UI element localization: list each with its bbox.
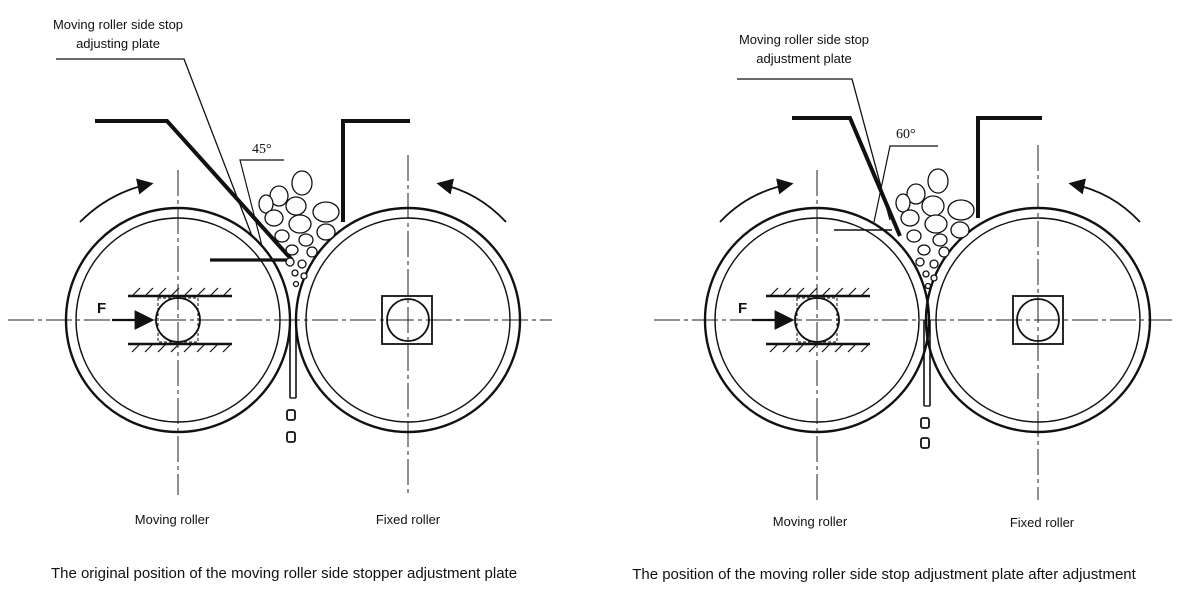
right-moving-roller	[703, 206, 931, 434]
right-angle-leader	[873, 145, 938, 223]
right-plate-label-line1: Moving roller side stop	[739, 32, 869, 47]
right-fixed-side-stop	[976, 116, 1042, 218]
left-bearing-guide	[128, 287, 232, 353]
right-discharge	[920, 320, 931, 449]
left-force-label: F	[97, 300, 106, 317]
right-label-leader	[737, 78, 891, 221]
right-rotation-arrow-moving	[719, 178, 794, 223]
left-plate-label-line2: adjusting plate	[76, 36, 160, 51]
right-rotation-arrow-fixed	[1068, 178, 1141, 223]
left-label-leader	[56, 58, 253, 237]
left-force-arrow: F	[97, 300, 155, 330]
right-plate-label-line2: adjustment plate	[756, 51, 851, 66]
right-angle-label: 60°	[896, 127, 916, 142]
left-rotation-arrow-moving	[79, 178, 154, 223]
right-panel: F	[632, 32, 1172, 583]
right-force-arrow: F	[738, 300, 795, 330]
left-material	[258, 170, 340, 288]
left-discharge	[286, 320, 297, 443]
left-rotation-arrow-fixed	[436, 178, 507, 223]
left-fixed-roller-label: Fixed roller	[376, 512, 441, 527]
right-bearing-guide	[766, 287, 870, 353]
right-fixed-roller-label: Fixed roller	[1010, 515, 1075, 530]
left-plate-label-line1: Moving roller side stop	[53, 17, 183, 32]
right-material	[895, 168, 975, 290]
left-caption: The original position of the moving roll…	[51, 565, 517, 582]
left-panel: F	[8, 17, 552, 582]
right-force-label: F	[738, 300, 747, 317]
right-center-lines	[654, 145, 1172, 500]
right-caption: The position of the moving roller side s…	[632, 566, 1136, 583]
right-moving-roller-label: Moving roller	[773, 514, 848, 529]
left-angle-label: 45°	[252, 142, 272, 157]
right-fixed-roller	[924, 206, 1152, 434]
left-fixed-side-stop	[341, 119, 410, 222]
left-moving-roller-label: Moving roller	[135, 512, 210, 527]
left-adjusting-plate	[95, 119, 294, 262]
left-angle-leader	[239, 159, 284, 247]
